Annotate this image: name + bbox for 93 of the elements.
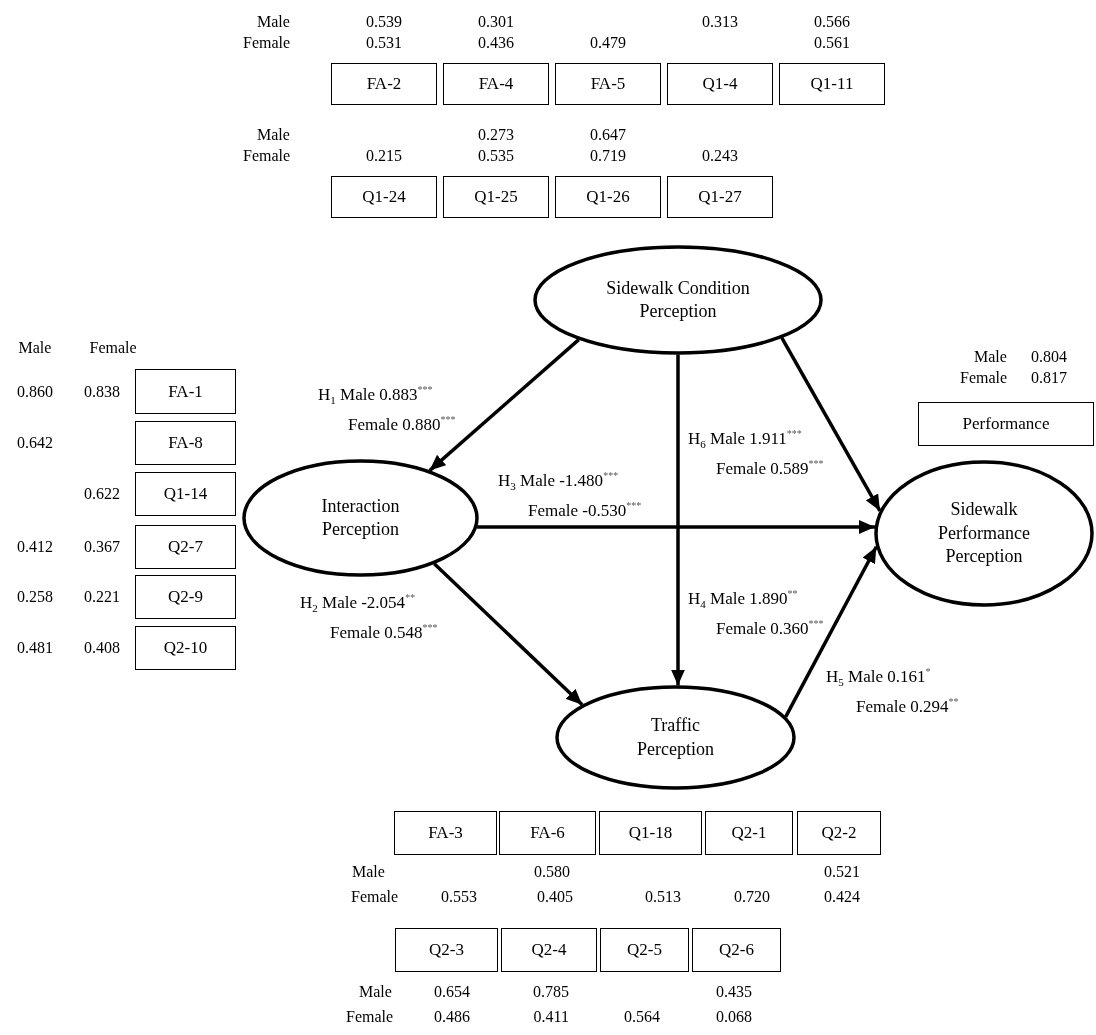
- indicator-box: Q1-26: [555, 176, 661, 218]
- row-header: Male: [352, 863, 385, 881]
- loading-value: 0.479: [590, 34, 626, 52]
- path-coefficient-label: H$_{6}$ Male 1.911$^{***}$ Female 0.589$^{***}$: [688, 427, 825, 479]
- loading-value: 0.367: [84, 538, 120, 556]
- indicator-box: Q1-14: [135, 472, 236, 516]
- loading-value: 0.804: [1031, 348, 1067, 366]
- loading-value: 0.486: [434, 1008, 470, 1026]
- indicator-box: Q2-9: [135, 575, 236, 619]
- indicator-box: Q2-10: [135, 626, 236, 670]
- row-header: Female: [89, 339, 137, 357]
- indicator-box: Q2-7: [135, 525, 236, 569]
- loading-value: 0.654: [434, 983, 470, 1001]
- indicator-box: Performance: [918, 402, 1094, 446]
- row-header: Male: [18, 339, 52, 357]
- loading-value: 0.566: [814, 13, 850, 31]
- arrow: [780, 337, 882, 512]
- loading-value: 0.860: [17, 383, 53, 401]
- row-header: Female: [960, 369, 1008, 387]
- loading-value: 0.405: [537, 888, 573, 906]
- indicator-box: FA-2: [331, 63, 437, 105]
- loading-value: 0.215: [366, 147, 402, 165]
- indicator-box: Q1-24: [331, 176, 437, 218]
- arrow: [784, 545, 878, 718]
- loading-value: 0.513: [645, 888, 681, 906]
- loading-value: 0.561: [814, 34, 850, 52]
- row-header: Female: [243, 147, 291, 165]
- loading-value: 0.301: [478, 13, 514, 31]
- loading-value: 0.785: [533, 983, 569, 1001]
- loading-value: 0.719: [590, 147, 626, 165]
- loading-value: 0.647: [590, 126, 626, 144]
- path-coefficient-label: H$_{5}$ Male 0.161$^{*}$ Female 0.294$^{**}$: [826, 665, 960, 717]
- loading-value: 0.817: [1031, 369, 1067, 387]
- indicator-box: Q1-18: [599, 811, 702, 855]
- indicator-box: FA-1: [135, 369, 236, 414]
- indicator-box: FA-3: [394, 811, 497, 855]
- latent-variable-ellipse: Sidewalk Condition Perception: [533, 245, 823, 355]
- loading-value: 0.553: [441, 888, 477, 906]
- indicator-box: Q2-1: [705, 811, 793, 855]
- indicator-box: Q2-4: [501, 928, 597, 972]
- path-coefficient-label: H$_{3}$ Male -1.480$^{***}$ Female -0.530$^{***}$: [498, 469, 643, 521]
- loading-value: 0.424: [824, 888, 860, 906]
- loading-value: 0.521: [824, 863, 860, 881]
- indicator-box: FA-6: [499, 811, 596, 855]
- indicator-box: Q1-4: [667, 63, 773, 105]
- loading-value: 0.481: [17, 639, 53, 657]
- loading-value: 0.539: [366, 13, 402, 31]
- latent-variable-ellipse: Traffic Perception: [555, 685, 796, 790]
- row-header: Male: [974, 348, 1007, 366]
- loading-value: 0.564: [624, 1008, 660, 1026]
- indicator-box: FA-8: [135, 421, 236, 465]
- loading-value: 0.531: [366, 34, 402, 52]
- indicator-box: FA-5: [555, 63, 661, 105]
- arrow: [433, 562, 584, 707]
- indicator-box: Q1-27: [667, 176, 773, 218]
- indicator-box: Q2-5: [600, 928, 689, 972]
- loading-value: 0.273: [478, 126, 514, 144]
- row-header: Female: [243, 34, 291, 52]
- path-coefficient-label: H$_{2}$ Male -2.054$^{**}$ Female 0.548$^{***}$: [300, 591, 439, 643]
- loading-value: 0.313: [702, 13, 738, 31]
- indicator-box: Q1-25: [443, 176, 549, 218]
- indicator-box: Q1-11: [779, 63, 885, 105]
- path-coefficient-label: H$_{4}$ Male 1.890$^{**}$ Female 0.360$^{***}$: [688, 587, 825, 639]
- row-header: Female: [351, 888, 399, 906]
- row-header: Male: [257, 126, 290, 144]
- loading-value: 0.411: [533, 1008, 569, 1026]
- loading-value: 0.412: [17, 538, 53, 556]
- loading-value: 0.435: [716, 983, 752, 1001]
- loading-value: 0.535: [478, 147, 514, 165]
- loading-value: 0.436: [478, 34, 514, 52]
- latent-variable-ellipse: Interaction Perception: [242, 459, 479, 577]
- loading-value: 0.258: [17, 588, 53, 606]
- loading-value: 0.221: [84, 588, 120, 606]
- row-header: 0.642: [17, 434, 53, 452]
- indicator-box: FA-4: [443, 63, 549, 105]
- row-header: Female: [346, 1008, 394, 1026]
- row-header: Male: [359, 983, 392, 1001]
- path-coefficient-label: H$_{1}$ Male 0.883$^{***}$ Female 0.880$^{***}$: [318, 383, 457, 435]
- loading-value: 0.243: [702, 147, 738, 165]
- loading-value: 0.408: [84, 639, 120, 657]
- latent-variable-ellipse: Sidewalk Performance Perception: [874, 460, 1094, 607]
- arrow: [477, 520, 875, 534]
- loading-value: 0.622: [84, 485, 120, 503]
- indicator-box: Q2-3: [395, 928, 498, 972]
- loading-value: 0.068: [716, 1008, 752, 1026]
- loading-value: 0.838: [84, 383, 120, 401]
- loading-value: 0.580: [534, 863, 570, 881]
- arrow: [671, 354, 685, 686]
- arrow: [428, 338, 580, 472]
- indicator-box: Q2-6: [692, 928, 781, 972]
- row-header: Male: [257, 13, 290, 31]
- indicator-box: Q2-2: [797, 811, 881, 855]
- loading-value: 0.720: [734, 888, 770, 906]
